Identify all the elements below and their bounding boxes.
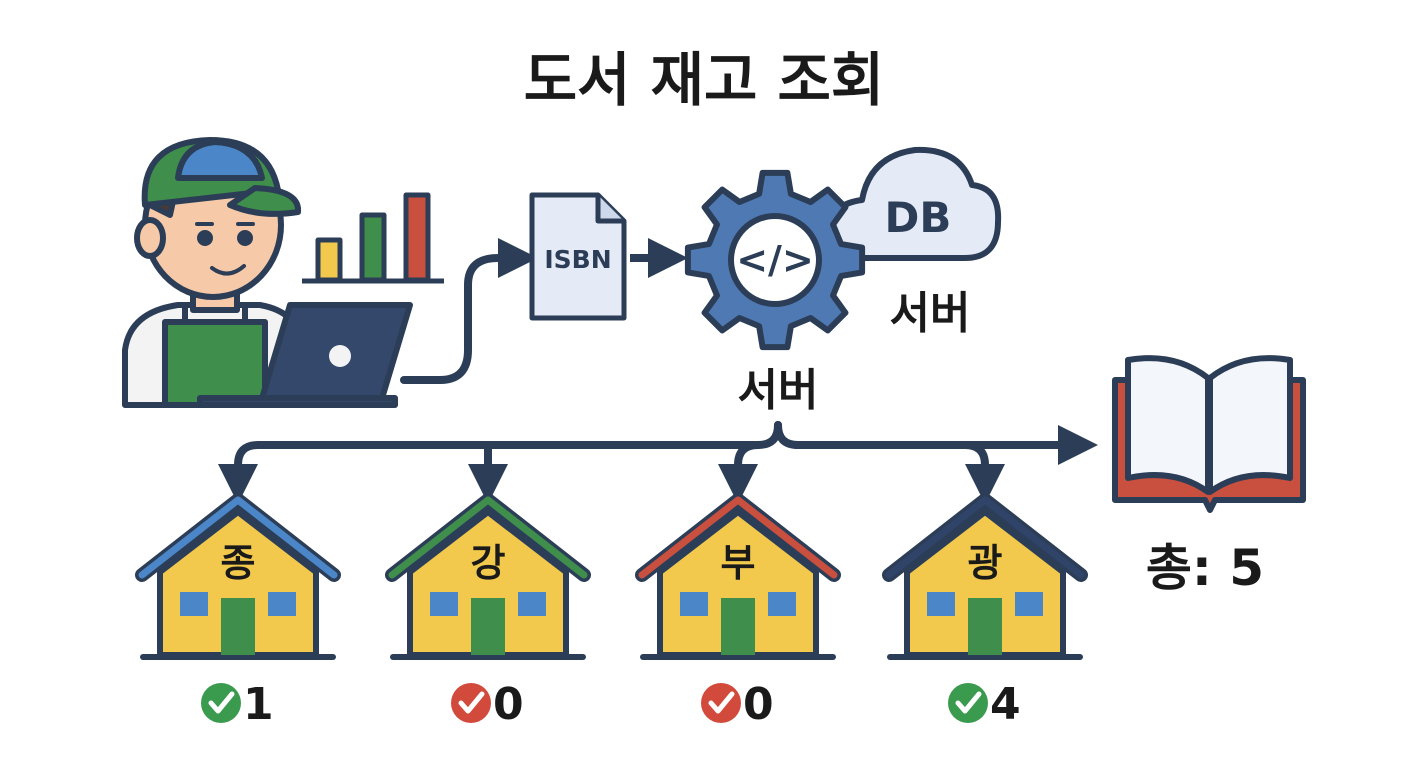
window-icon: [180, 592, 208, 616]
bar-chart-icon: [302, 192, 444, 284]
branch-house: 종: [135, 493, 341, 660]
branch-stock-count: 1: [243, 679, 274, 730]
check-circle-icon: [701, 683, 741, 723]
branch-stock-status: 4: [948, 679, 1021, 730]
branch-name: 부: [721, 541, 756, 585]
laptop-icon: [197, 302, 413, 408]
branch-house: 강: [385, 493, 591, 660]
branch-list: 종 1 강 0 부 0 광 4: [135, 493, 1088, 730]
db-label: DB: [885, 193, 952, 242]
branch-name: 종: [221, 541, 256, 585]
window-icon: [1015, 592, 1043, 616]
window-icon: [680, 592, 708, 616]
code-symbol: </>: [736, 238, 814, 282]
branch-house: 부: [635, 493, 841, 660]
app-server-label: 서버: [738, 365, 819, 416]
branch-name: 강: [471, 541, 506, 585]
door-icon: [221, 598, 255, 655]
window-icon: [927, 592, 955, 616]
db-server-label: 서버: [890, 288, 971, 339]
check-circle-icon: [201, 683, 241, 723]
book-icon: [1112, 355, 1306, 513]
check-circle-icon: [948, 683, 988, 723]
distribution-arrows: [218, 421, 1098, 504]
check-circle-icon: [451, 683, 491, 723]
window-icon: [268, 592, 296, 616]
branch-stock-status: 0: [451, 679, 524, 730]
isbn-document-icon: ISBN: [529, 192, 627, 321]
door-icon: [471, 598, 505, 655]
window-icon: [430, 592, 458, 616]
page-title: 도서 재고 조회: [524, 46, 885, 114]
window-icon: [768, 592, 796, 616]
door-icon: [721, 598, 755, 655]
branch-name: 광: [968, 541, 1003, 585]
branch-stock-count: 4: [990, 679, 1021, 730]
branch-house: 광: [882, 493, 1088, 660]
branch-stock-count: 0: [493, 679, 524, 730]
door-icon: [968, 598, 1002, 655]
gear-icon: </>: [684, 169, 866, 351]
isbn-label: ISBN: [544, 245, 611, 274]
total-count-label: 총: 5: [1146, 539, 1264, 597]
branch-stock-status: 1: [201, 679, 274, 730]
branch-stock-status: 0: [701, 679, 774, 730]
db-cloud-icon: DB: [827, 146, 1002, 261]
branch-stock-count: 0: [743, 679, 774, 730]
window-icon: [518, 592, 546, 616]
request-arrow: [400, 238, 538, 384]
